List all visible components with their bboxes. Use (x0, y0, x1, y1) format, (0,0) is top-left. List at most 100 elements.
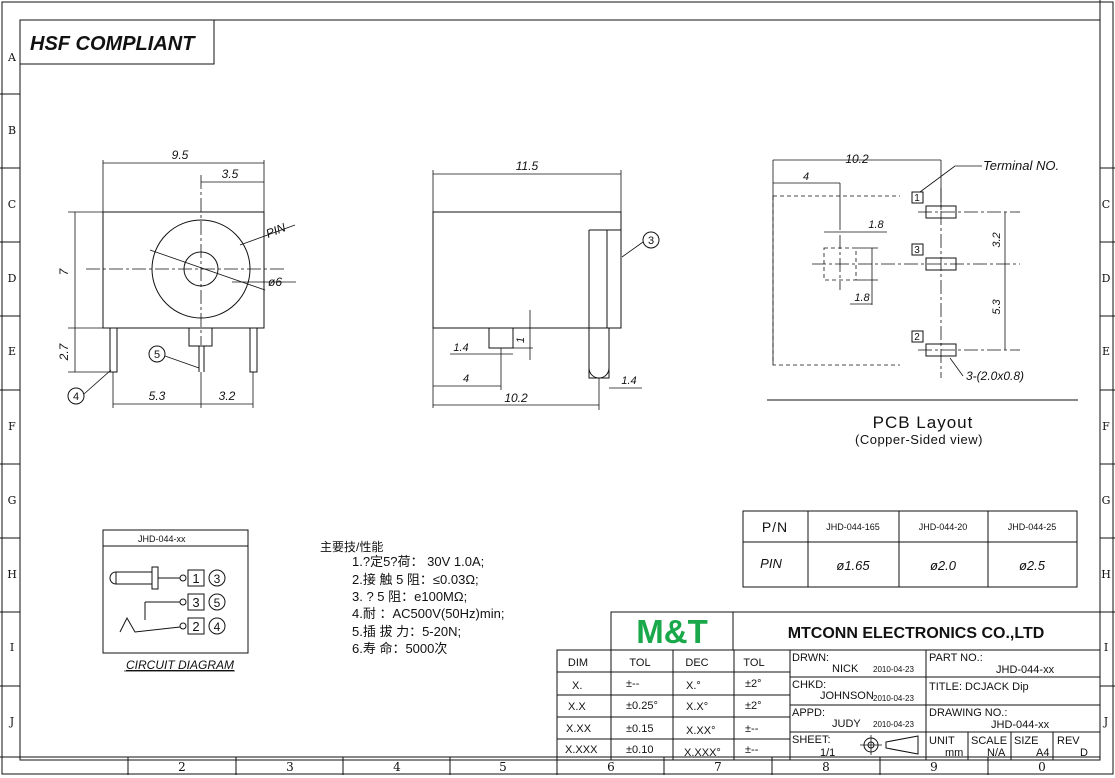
row-label-f: F (8, 420, 16, 433)
dim-1-4-left: 1.4 (453, 342, 468, 354)
pin-table-header-20: JHD-044-20 (919, 522, 968, 532)
circuit-term-1: 1 (192, 571, 199, 586)
row-label-a: A (7, 51, 17, 64)
company-logo: M&T (636, 613, 707, 650)
projection-symbol-icon (860, 735, 919, 755)
chkd-label: CHKD: (792, 679, 826, 691)
tol-r1-tol: ±0.25° (626, 700, 658, 712)
col-label-5: 5 (499, 760, 507, 774)
spec-title: 主要技/性能 (320, 540, 383, 554)
spec-line-5: 5.插 拔 力：5-20N; (352, 624, 461, 639)
callout-4: 4 (73, 391, 79, 403)
tol-r2-tol2: ±-- (745, 723, 759, 735)
rev-label: REV (1057, 735, 1080, 747)
tol-h-dim: DIM (568, 657, 588, 669)
tol-r3-tol2: ±-- (745, 744, 759, 756)
callout-5: 5 (154, 349, 160, 361)
tol-r2-dec: X.XX° (686, 725, 715, 737)
terminal-3: 3 (914, 245, 920, 256)
dim-11-5: 11.5 (516, 159, 539, 173)
pin-table-row-pin: PIN (760, 556, 782, 571)
sheet-label: SHEET: (792, 734, 831, 746)
col-label-4: 4 (393, 760, 401, 774)
sheet-value: 1/1 (820, 747, 835, 759)
part-no-value: JHD-044-xx (996, 664, 1055, 676)
pcb-layout-title: PCB Layout (873, 413, 974, 432)
tol-r0-tol: ±-- (626, 678, 640, 690)
col-label-8: 8 (822, 760, 830, 774)
row-label-b: B (8, 124, 16, 137)
dim-4-side: 4 (463, 373, 469, 385)
dim-1: 1 (515, 337, 527, 343)
row-label-d: D (8, 272, 17, 285)
pin-table-header-pn: P/N (762, 519, 788, 535)
row-label-e-right: E (1102, 345, 1110, 358)
tol-r0-tol2: ±2° (745, 678, 762, 690)
tol-r3-tol: ±0.10 (626, 744, 653, 756)
dim-10-2-side: 10.2 (504, 391, 528, 405)
terminal-no-label: Terminal NO. (983, 158, 1059, 173)
row-label-c-right: C (1102, 198, 1110, 211)
tol-r3-dim: X.XXX (565, 744, 598, 756)
circuit-term-3: 3 (192, 595, 199, 610)
pin-table-dia-25: ø2.5 (1019, 558, 1046, 573)
drwn-date: 2010-04-23 (873, 665, 914, 674)
circuit-callout-5: 5 (214, 596, 221, 610)
scale-value: N/A (987, 747, 1006, 759)
specifications: 主要技/性能 1.?定5?荷： 30V 1.0A; 2.接 触 5 阻：≤0.0… (320, 540, 504, 656)
unit-label: UNIT (929, 735, 955, 747)
circuit-caption: CIRCUIT DIAGRAM (126, 658, 234, 672)
pin-table-dia-165: ø1.65 (836, 558, 870, 573)
front-view: 9.5 3.5 7 2.7 5.3 3.2 PIN ø6 4 5 (57, 148, 296, 408)
pin-table-header-25: JHD-044-25 (1008, 522, 1057, 532)
circuit-callout-4: 4 (214, 620, 221, 634)
company-name: MTCONN ELECTRONICS CO.,LTD (788, 625, 1045, 642)
dim-5-3: 5.3 (149, 389, 166, 403)
hsf-compliant-badge: HSF COMPLIANT (19, 19, 215, 65)
size-label: SIZE (1014, 735, 1038, 747)
row-labels: A B C D E F G H I J C D E F G H I J (0, 51, 1115, 728)
dim-7: 7 (57, 267, 71, 275)
row-label-h-right: H (1101, 568, 1111, 581)
appd-date: 2010-04-23 (873, 720, 914, 729)
appd-label: APPD: (792, 707, 825, 719)
drawing-no-label: DRAWING NO.: (929, 707, 1007, 719)
dim-4-pcb: 4 (803, 171, 809, 183)
chkd-name: JOHNSON (820, 690, 874, 702)
circuit-callout-3a: 3 (214, 572, 221, 586)
row-label-g: G (8, 494, 17, 507)
pin-table-header-165: JHD-044-165 (826, 522, 880, 532)
scale-label: SCALE (971, 735, 1007, 747)
tol-r0-dim: X. (572, 680, 582, 692)
pin-table-dia-20: ø2.0 (930, 558, 957, 573)
unit-value: mm (945, 747, 963, 759)
dim-3-2-pcb: 3.2 (991, 232, 1003, 247)
title-block: M&T MTCONN ELECTRONICS CO.,LTD DIM TOL D… (556, 611, 1101, 761)
terminal-1: 1 (914, 193, 920, 204)
side-view: 11.5 3 1.4 1 4 10.2 1.4 (432, 159, 660, 410)
col-label-0: 0 (1038, 760, 1046, 774)
pin-table: P/N JHD-044-165 JHD-044-20 JHD-044-25 PI… (742, 510, 1078, 588)
row-label-c: C (8, 198, 16, 211)
drawing-no-value: JHD-044-xx (991, 719, 1050, 731)
spec-line-2: 2.接 触 5 阻：≤0.03Ω; (352, 572, 479, 587)
dim-10-2-pcb: 10.2 (845, 152, 869, 166)
dim-2-7: 2.7 (57, 342, 71, 361)
slot-spec: 3-(2.0x0.8) (966, 369, 1024, 383)
title-value: TITLE: DCJACK Dip (929, 681, 1029, 693)
col-label-3: 3 (286, 760, 294, 774)
tol-h-tol2: TOL (743, 657, 764, 669)
row-label-i-right: I (1104, 641, 1108, 654)
tol-r3-dec: X.XXX° (684, 747, 721, 759)
terminal-2: 2 (914, 332, 920, 343)
spec-line-6: 6.寿 命：5000次 (352, 641, 447, 656)
pin-label: PIN (264, 220, 288, 241)
row-label-g-right: G (1102, 494, 1111, 507)
row-label-h: H (7, 568, 17, 581)
circuit-term-2: 2 (192, 619, 199, 634)
col-label-2: 2 (178, 760, 186, 774)
col-label-7: 7 (714, 760, 722, 774)
circuit-diagram: JHD-044-xx 1 3 3 5 2 4 CIRCUIT DIAGRAM (102, 529, 249, 672)
dim-3-5: 3.5 (222, 167, 239, 181)
